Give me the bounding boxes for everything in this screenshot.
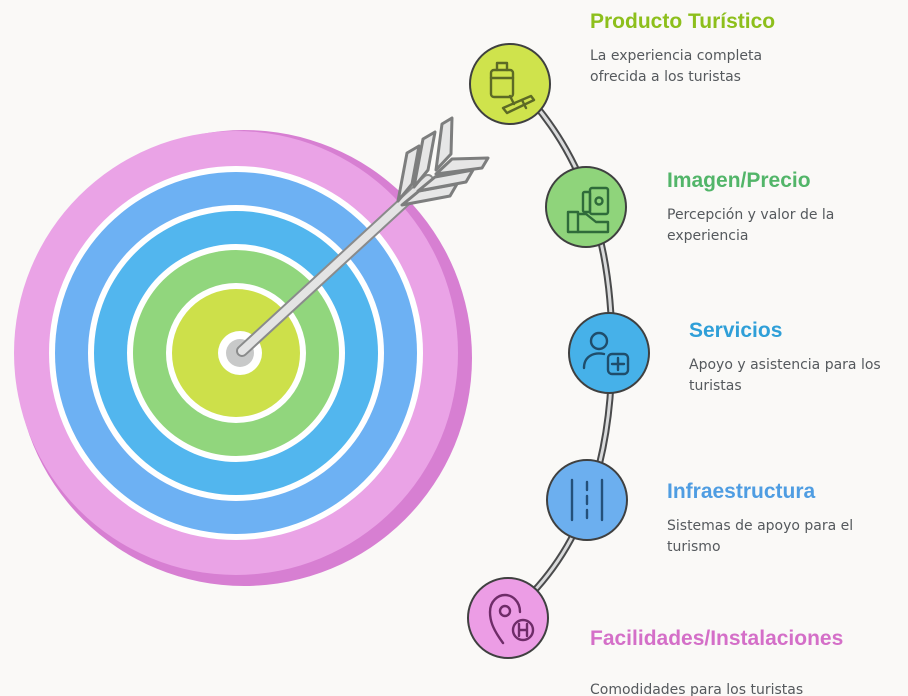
step-title: Facilidades/Instalaciones [590,627,844,650]
step-icon-circle-3 [546,459,628,541]
road-icon [570,478,604,522]
suitcase-plane-icon [489,61,536,115]
person-medical-icon [582,331,630,376]
step-description: Sistemas de apoyo para el turismo [667,518,854,555]
step-label-0: Producto Turístico La experiencia comple… [590,9,890,88]
step-title: Infraestructura [667,480,816,503]
step-title: Producto Turístico [590,10,776,33]
step-icon-circle-1 [545,166,627,248]
step-icon-circle-0 [469,43,551,125]
step-label-4: Facilidades/Instalaciones Comodidades pa… [590,626,890,696]
step-icon-circle-4 [467,577,549,659]
arrow [236,116,490,357]
arrow-fletching [396,116,490,207]
arrow-shaft [238,176,432,355]
hand-money-icon [566,186,610,234]
step-icon-circle-2 [568,312,650,394]
step-label-3: Infraestructura Sistemas de apoyo para e… [667,479,897,558]
step-description: Comodidades para los turistas [590,682,804,696]
step-label-2: Servicios Apoyo y asistencia para los tu… [689,318,904,397]
step-label-1: Imagen/Precio Percepción y valor de la e… [667,168,897,247]
location-hotel-icon [488,593,535,645]
step-description: Apoyo y asistencia para los turistas [689,357,881,394]
step-title: Imagen/Precio [667,169,811,192]
step-description: Percepción y valor de la experiencia [667,207,835,244]
step-title: Servicios [689,319,783,342]
step-description: La experiencia completa ofrecida a los t… [590,48,763,85]
